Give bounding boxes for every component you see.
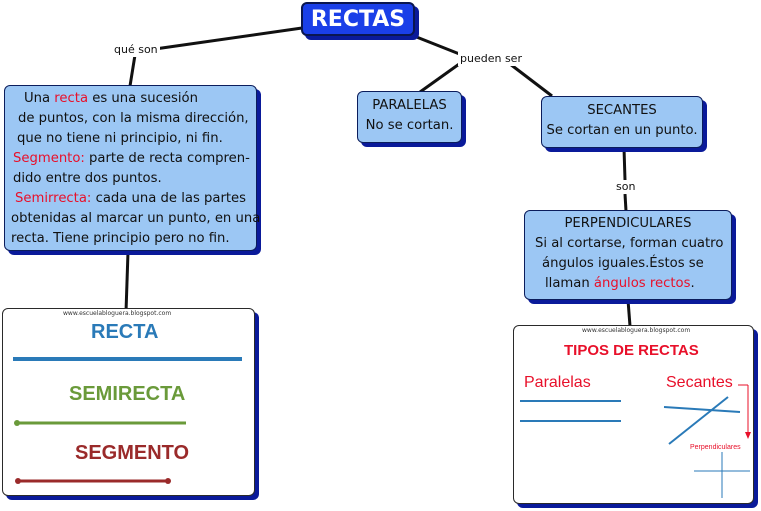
title-node: RECTAS [301,2,415,36]
definition-line-4: Segmento: parte de recta compren- [13,151,250,166]
definition-line-5: dido entre dos puntos. [13,171,162,186]
semirecta-label: SEMIRECTA [69,383,186,405]
paralelas-node: PARALELAS No se cortan. [357,91,462,143]
link-label-que-son: qué son [112,43,160,57]
perpendiculares-image-label: Perpendiculares [690,444,741,451]
secantes-node: SECANTES Se cortan en un punto. [541,96,703,148]
definition-node: Una recta es una sucesión de puntos, con… [4,85,261,251]
perpendiculares-line-2: ángulos iguales.Éstos se [542,256,704,271]
perpendiculares-node: PERPENDICULARES Si al cortarse, forman c… [524,210,732,300]
perpendicular-arrow-head [745,432,751,439]
perpendiculares-line-1: Si al cortarse, forman cuatro [535,236,724,251]
paralelas-image-label: Paralelas [524,374,591,391]
segmento-start-point [15,478,21,484]
definition-line-7: obtenidas al marcar un punto, en una [11,211,261,226]
secante-line-2 [668,396,729,445]
tipos-de-rectas-illustration: www.escuelabloguera.blogspot.com TIPOS D… [513,325,754,504]
image-right-url: www.escuelabloguera.blogspot.com [582,327,691,334]
definition-line-2: de puntos, con la misma dirección, [18,111,249,126]
paralelas-desc: No se cortan. [365,118,454,133]
title-text: RECTAS [310,7,406,32]
semirecta-point [14,420,20,426]
perpendiculares-line-3: llaman ángulos rectos. [545,276,695,291]
definition-line-6: Semirrecta: cada una de las partes [15,191,247,206]
recta-label: RECTA [91,321,159,343]
rectas-types-drawing [520,384,751,498]
tipos-title: TIPOS DE RECTAS [564,342,699,359]
secantes-name: SECANTES [587,103,657,118]
link-label-son: son [614,180,638,194]
secantes-image-label: Secantes [666,374,733,391]
perpendiculares-name: PERPENDICULARES [564,216,692,231]
secante-line-1 [663,406,741,413]
secantes-desc: Se cortan en un punto. [546,123,698,138]
image-left-url: www.escuelabloguera.blogspot.com [63,310,172,317]
definition-line-3: que no tiene ni principio, ni fin. [17,131,223,146]
rectas-illustration: www.escuelabloguera.blogspot.com RECTA S… [2,308,255,496]
definition-line-1: Una recta es una sucesión [24,91,198,106]
definition-line-8: recta. Tiene principio pero no fin. [11,231,230,246]
segmento-label: SEGMENTO [75,442,190,464]
paralelas-name: PARALELAS [372,98,447,113]
link-label-pueden-ser: pueden ser [458,52,524,66]
segmento-end-point [165,478,171,484]
line-types-drawing [13,357,242,484]
